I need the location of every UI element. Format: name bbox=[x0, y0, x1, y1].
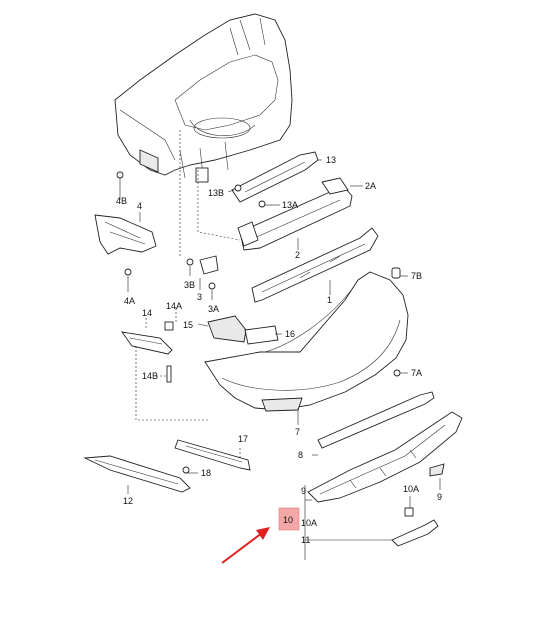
label-10: 10 bbox=[283, 515, 293, 525]
label-13B: 13B bbox=[208, 188, 224, 198]
label-2: 2 bbox=[295, 250, 300, 260]
part-2-absorber bbox=[237, 177, 353, 251]
label-9-right: 9 bbox=[437, 492, 442, 502]
label-1: 1 bbox=[327, 295, 332, 305]
label-8: 8 bbox=[298, 450, 303, 460]
part-16-reflector bbox=[244, 325, 279, 345]
part-15-reflector bbox=[207, 315, 247, 343]
label-4B: 4B bbox=[116, 196, 127, 206]
label-4: 4 bbox=[137, 201, 142, 211]
part-14-reflector-bracket bbox=[121, 321, 174, 383]
highlight-box bbox=[278, 507, 300, 531]
label-7: 7 bbox=[295, 427, 300, 437]
label-11: 11 bbox=[301, 535, 310, 545]
label-10A: 10A bbox=[301, 518, 317, 528]
car-body bbox=[114, 13, 293, 183]
part-3-bracket bbox=[186, 255, 219, 290]
label-12: 12 bbox=[123, 496, 133, 506]
part-9-diffuser bbox=[307, 411, 463, 503]
label-9-left: 9 bbox=[301, 486, 306, 496]
part-8-strip bbox=[317, 391, 435, 449]
label-7A: 7A bbox=[411, 368, 422, 378]
part-11-trim bbox=[391, 507, 439, 547]
label-14B: 14B bbox=[142, 371, 158, 381]
label-15: 15 bbox=[183, 320, 193, 330]
label-17: 17 bbox=[238, 434, 248, 444]
part-4-bracket bbox=[94, 171, 157, 276]
leader-lines bbox=[119, 130, 441, 560]
label-13A: 13A bbox=[282, 200, 298, 210]
label-4A: 4A bbox=[124, 296, 135, 306]
label-14: 14 bbox=[142, 308, 152, 318]
label-18: 18 bbox=[201, 468, 211, 478]
part-17-guide bbox=[174, 439, 251, 474]
part-12-side-strip bbox=[83, 455, 191, 493]
label-3: 3 bbox=[197, 292, 202, 302]
label-16: 16 bbox=[285, 329, 295, 339]
label-10A-top: 10A bbox=[403, 484, 419, 494]
part-7-bumper-cover bbox=[204, 267, 409, 412]
label-3B: 3B bbox=[184, 280, 195, 290]
part-13-carrier bbox=[231, 151, 319, 208]
part-1-bumper-bar bbox=[251, 227, 379, 303]
label-3A: 3A bbox=[208, 304, 219, 314]
pointer-arrow bbox=[221, 527, 270, 564]
label-2A: 2A bbox=[365, 181, 376, 191]
label-7B: 7B bbox=[411, 271, 422, 281]
label-13: 13 bbox=[326, 155, 336, 165]
label-14A: 14A bbox=[166, 301, 182, 311]
